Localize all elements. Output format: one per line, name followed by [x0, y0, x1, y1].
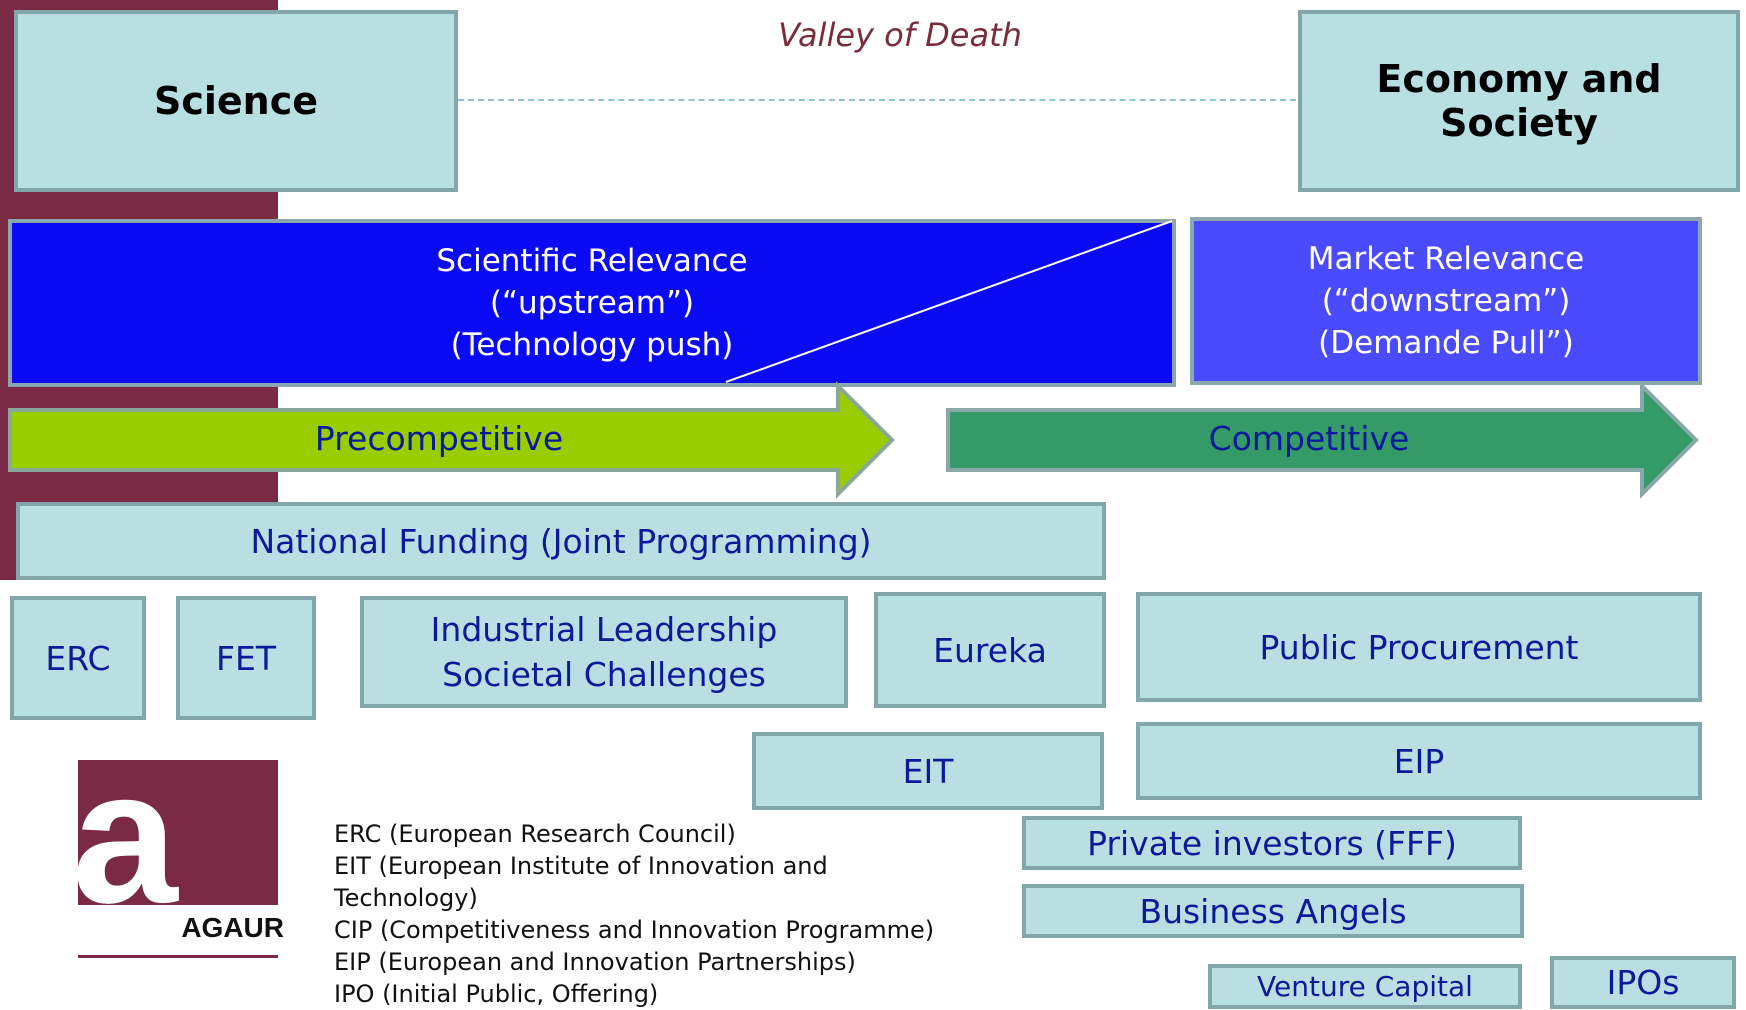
industrial-leadership-box: Industrial Leadership Societal Challenge… [360, 596, 848, 708]
public-procurement-label: Public Procurement [1259, 627, 1579, 667]
science-box: Science [14, 10, 458, 192]
erc-box: ERC [10, 596, 146, 720]
ipos-box: IPOs [1550, 956, 1736, 1009]
legend-line-ipo: IPO (Initial Public, Offering) [334, 980, 659, 1008]
public-procurement-box: Public Procurement [1136, 592, 1702, 702]
market-relevance-line-1: Market Relevance [1307, 241, 1585, 277]
agaur-logo-underline [78, 955, 278, 958]
venture-capital-label: Venture Capital [1257, 970, 1473, 1003]
science-label: Science [153, 79, 319, 123]
competitive-label: Competitive [1208, 419, 1410, 458]
market-relevance-box: Market Relevance (“downstream”) (Demande… [1190, 217, 1702, 385]
business-angels-label: Business Angels [1139, 891, 1407, 931]
valley-of-death-label: Valley of Death [778, 16, 1022, 54]
agaur-logo-mark: a [78, 760, 278, 905]
legend-line-eit: EIT (European Institute of Innovation an… [334, 852, 828, 880]
competitive-arrow [946, 381, 1699, 499]
market-relevance-line-2: (“downstream”) [1321, 283, 1571, 319]
national-funding-box: National Funding (Joint Programming) [16, 502, 1106, 580]
market-relevance-line-3: (Demande Pull”) [1318, 325, 1574, 361]
scientific-relevance-line-1: Scientific Relevance [436, 243, 748, 279]
eip-box: EIP [1136, 722, 1702, 800]
scientific-relevance-line-2: (“upstream”) [489, 285, 695, 321]
eit-box: EIT [752, 732, 1104, 810]
agaur-letter-a-icon: a [78, 760, 179, 905]
legend-line-eit-cont: Technology) [334, 884, 478, 912]
legend-line-eip: EIP (European and Innovation Partnership… [334, 948, 856, 976]
private-investors-label: Private investors (FFF) [1087, 823, 1457, 863]
precompetitive-label: Precompetitive [314, 419, 564, 458]
eureka-label: Eureka [933, 630, 1047, 670]
economy-society-label: Economy and Society [1376, 57, 1662, 145]
private-investors-box: Private investors (FFF) [1022, 816, 1522, 870]
abbreviation-legend: ERC (European Research Council) EIT (Eur… [334, 818, 954, 1010]
fet-box: FET [176, 596, 316, 720]
scientific-relevance-line-3: (Technology push) [450, 327, 734, 363]
ipos-label: IPOs [1606, 963, 1680, 1002]
erc-label: ERC [45, 638, 111, 678]
venture-capital-box: Venture Capital [1208, 964, 1522, 1009]
stage-arrows [8, 381, 1699, 499]
eip-label: EIP [1393, 741, 1445, 781]
eit-label: EIT [902, 751, 954, 791]
valley-dashed-line [458, 99, 1296, 101]
industrial-leadership-label: Industrial Leadership Societal Challenge… [430, 610, 778, 694]
legend-line-erc: ERC (European Research Council) [334, 820, 736, 848]
eureka-box: Eureka [874, 592, 1106, 708]
business-angels-box: Business Angels [1022, 884, 1524, 938]
fet-label: FET [216, 638, 276, 678]
svg-text:a: a [78, 760, 179, 905]
precompetitive-arrow [8, 381, 895, 499]
national-funding-label: National Funding (Joint Programming) [250, 521, 872, 561]
scientific-relevance-box: Scientific Relevance (“upstream”) (Techn… [8, 219, 1176, 387]
economy-society-box: Economy and Society [1298, 10, 1740, 192]
legend-line-cip: CIP (Competitiveness and Innovation Prog… [334, 916, 935, 944]
agaur-logo-text: AGAUR [181, 912, 284, 943]
